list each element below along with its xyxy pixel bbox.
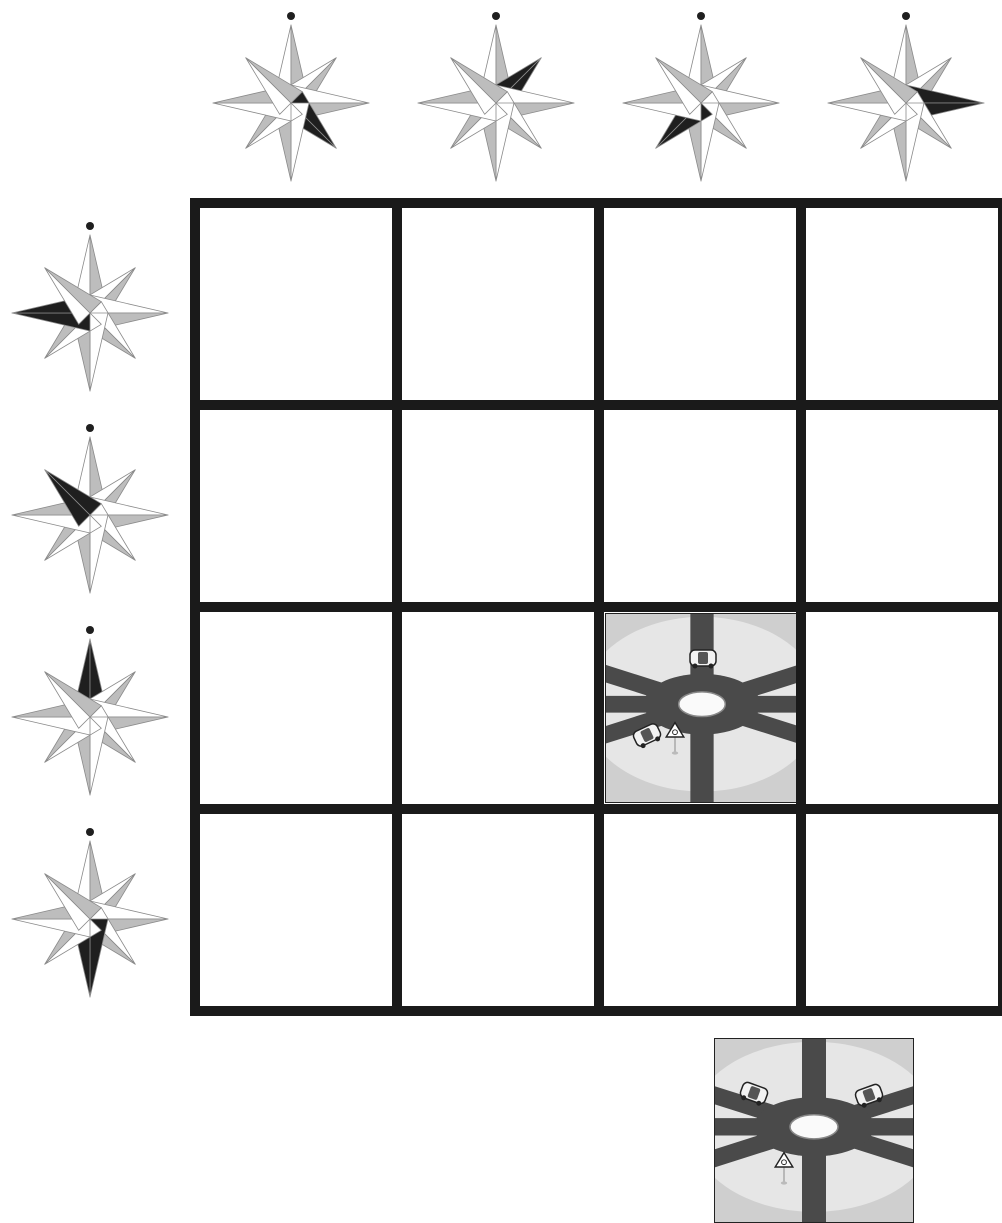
car-icon <box>690 650 716 669</box>
compass-star-icon <box>10 622 170 802</box>
hang-dot <box>492 12 500 20</box>
hang-dot <box>287 12 295 20</box>
roundabout-tile-candidate[interactable] <box>714 1038 914 1223</box>
hang-dot <box>86 424 94 432</box>
row-clue-star-2 <box>10 420 170 600</box>
compass-star-icon <box>10 824 170 1004</box>
grid-cell-r4c4[interactable] <box>805 813 999 1007</box>
compass-star-icon <box>10 420 170 600</box>
column-clue-star-4 <box>826 8 986 188</box>
grid-cell-r1c2[interactable] <box>401 207 595 401</box>
compass-star-icon <box>621 8 781 188</box>
grid-cell-r2c4[interactable] <box>805 409 999 603</box>
hang-dot <box>86 626 94 634</box>
hang-dot <box>86 828 94 836</box>
grid-cell-r1c4[interactable] <box>805 207 999 401</box>
grid-cell-r3c1[interactable] <box>199 611 393 805</box>
hang-dot <box>697 12 705 20</box>
grid-cell-r3c2[interactable] <box>401 611 595 805</box>
compass-star-icon <box>826 8 986 188</box>
column-clue-star-1 <box>211 8 371 188</box>
compass-star-icon <box>211 8 371 188</box>
grid-cell-r3c4[interactable] <box>805 611 999 805</box>
compass-star-icon <box>416 8 576 188</box>
grid-cell-r2c2[interactable] <box>401 409 595 603</box>
hang-dot <box>86 222 94 230</box>
grid-cell-r2c1[interactable] <box>199 409 393 603</box>
row-clue-star-3 <box>10 622 170 802</box>
grid-cell-r1c3[interactable] <box>603 207 797 401</box>
puzzle-grid <box>190 198 1002 1018</box>
column-clue-star-3 <box>621 8 781 188</box>
row-clue-star-1 <box>10 218 170 398</box>
grid-cell-r1c1[interactable] <box>199 207 393 401</box>
row-clue-star-4 <box>10 824 170 1004</box>
grid-cell-r4c2[interactable] <box>401 813 595 1007</box>
column-clue-star-2 <box>416 8 576 188</box>
compass-star-icon <box>10 218 170 398</box>
grid-cell-r2c3[interactable] <box>603 409 797 603</box>
hang-dot <box>902 12 910 20</box>
grid-cell-r4c3[interactable] <box>603 813 797 1007</box>
grid-cell-r4c1[interactable] <box>199 813 393 1007</box>
